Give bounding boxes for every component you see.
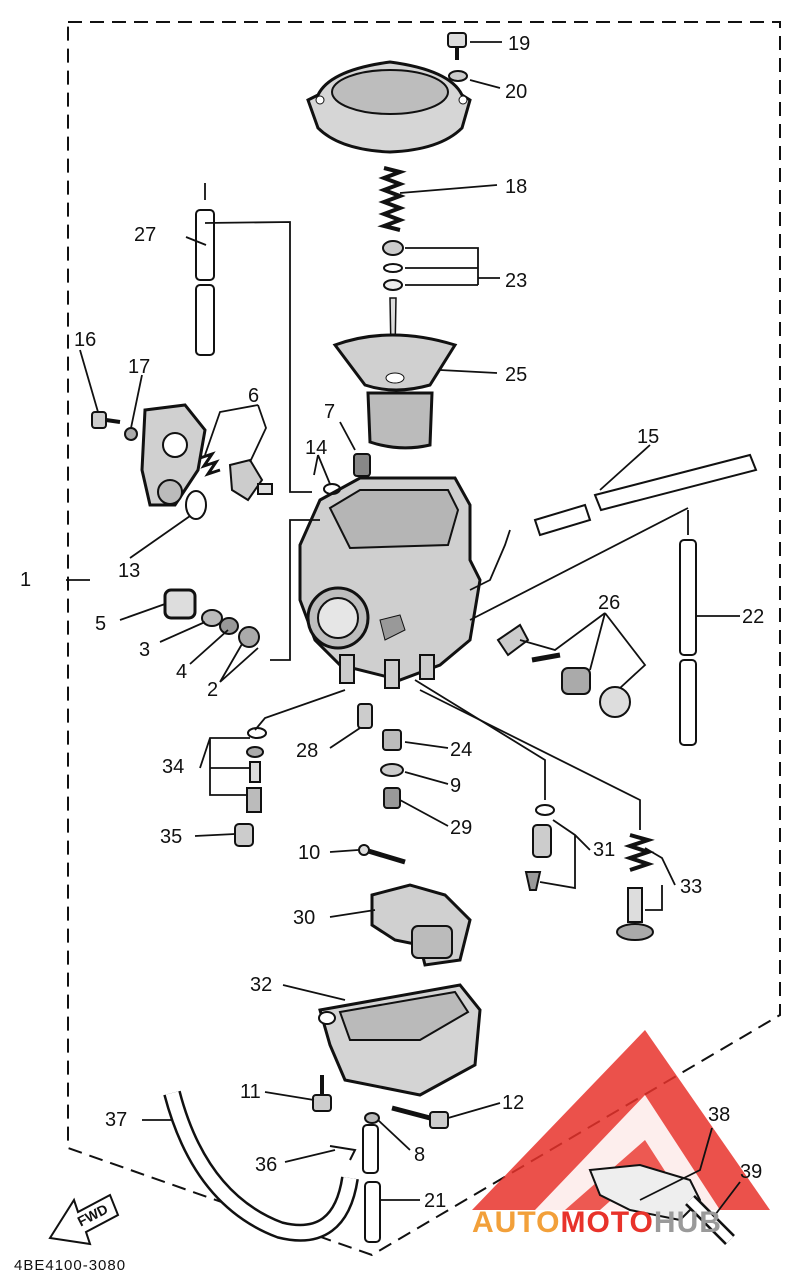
callout-17: 17 <box>128 356 150 378</box>
callout-29: 29 <box>450 817 472 839</box>
callout-33: 33 <box>680 876 702 898</box>
callout-11: 11 <box>240 1081 261 1103</box>
washer-9 <box>380 763 404 777</box>
washer-17b <box>124 427 138 441</box>
pilot-jet-7 <box>353 453 371 477</box>
watermark-part-moto: MOTO <box>560 1206 653 1239</box>
callout-6: 6 <box>248 385 259 407</box>
callout-22: 22 <box>742 606 764 628</box>
leader-lines <box>66 41 741 1216</box>
callout-7: 7 <box>324 401 335 423</box>
callout-5: 5 <box>95 613 106 635</box>
hose-15 <box>533 453 758 537</box>
needle-jet-24 <box>382 729 402 751</box>
float-pin-10 <box>358 844 406 865</box>
spring-18 <box>377 166 407 232</box>
screw-12 <box>391 1105 449 1129</box>
diaphragm-25 <box>332 333 458 450</box>
callout-23: 23 <box>505 270 527 292</box>
float-30 <box>370 883 472 967</box>
callout-28: 28 <box>296 740 318 762</box>
needle-valve-31 <box>524 804 555 891</box>
callout-4: 4 <box>176 661 187 683</box>
throttle-cable-parts <box>163 588 260 648</box>
hose-39 <box>685 1195 735 1245</box>
callout-12: 12 <box>502 1092 524 1114</box>
document-code: 4BE4100-3080 <box>14 1257 126 1274</box>
o-ring-14 <box>323 483 341 495</box>
watermark-text: AUTOMOTOHUB <box>472 1206 722 1239</box>
throttle-stop-screw-26 <box>496 623 631 718</box>
callout-18: 18 <box>505 176 527 198</box>
main-jet-29 <box>383 787 401 809</box>
vent-hose-27 <box>195 209 215 356</box>
pilot-screw-set-34 <box>246 727 267 813</box>
screw-16 <box>91 411 121 429</box>
plug-35 <box>234 823 254 847</box>
callout-24: 24 <box>450 739 472 761</box>
cap-screw-19 <box>447 32 467 60</box>
callout-38: 38 <box>708 1104 730 1126</box>
callout-35: 35 <box>160 826 182 848</box>
callout-36: 36 <box>255 1154 277 1176</box>
bracket-38 <box>588 1163 702 1222</box>
callout-34: 34 <box>162 756 184 778</box>
callout-30: 30 <box>293 907 315 929</box>
callout-15: 15 <box>637 426 659 448</box>
carburetor-body <box>298 476 482 689</box>
callout-1: 1 <box>20 569 31 591</box>
callout-14: 14 <box>305 437 327 459</box>
drain-hose-37 <box>163 1090 359 1242</box>
callout-labels: 19 20 18 23 25 27 16 17 6 7 14 15 13 1 5… <box>20 33 764 1212</box>
callout-8: 8 <box>414 1144 425 1166</box>
choke-cover-17 <box>140 403 207 507</box>
carb-top-cap <box>306 60 472 154</box>
callout-19: 19 <box>508 33 530 55</box>
callout-32: 32 <box>250 974 272 996</box>
callout-21: 21 <box>424 1190 446 1212</box>
callout-13: 13 <box>118 560 140 582</box>
starter-plunger-6 <box>199 451 273 502</box>
callout-26: 26 <box>598 592 620 614</box>
callout-39: 39 <box>740 1161 762 1183</box>
screw-11 <box>312 1075 332 1112</box>
callout-9: 9 <box>450 775 461 797</box>
callout-27: 27 <box>134 224 156 246</box>
callout-20: 20 <box>505 81 527 103</box>
washer-20 <box>448 70 468 82</box>
jet-28 <box>357 703 373 729</box>
fwd-arrow: FWD <box>48 1193 120 1246</box>
float-bowl-32 <box>318 983 482 1097</box>
watermark-part-auto: AUTO <box>472 1206 560 1239</box>
callout-3: 3 <box>139 639 150 661</box>
drain-screw-33 <box>616 833 655 941</box>
callout-10: 10 <box>298 842 320 864</box>
callout-16: 16 <box>74 329 96 351</box>
o-ring-13 <box>185 490 207 520</box>
watermark-part-hub: HUB <box>654 1206 722 1239</box>
callout-2: 2 <box>207 679 218 701</box>
callout-31: 31 <box>593 839 615 861</box>
callout-37: 37 <box>105 1109 127 1131</box>
hose-21 <box>362 1124 381 1243</box>
hose-22 <box>679 539 697 746</box>
clip-36 <box>329 1145 357 1161</box>
callout-25: 25 <box>505 364 527 386</box>
clip-8 <box>364 1112 380 1124</box>
